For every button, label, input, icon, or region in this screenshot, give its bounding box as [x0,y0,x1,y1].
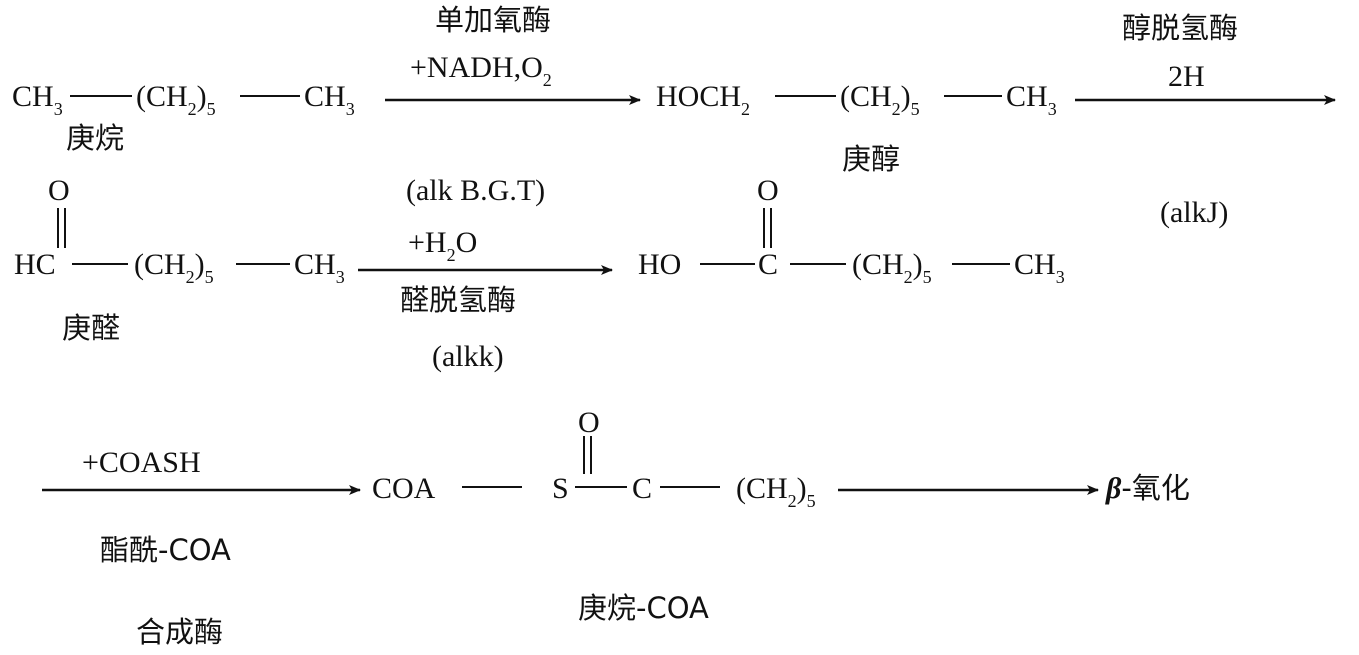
acyl-coa-synthetase-label-line2: 合成酶 [136,615,224,649]
heptanal-hc: HC [14,248,56,281]
alcohol-dehydrogenase-label: 醇脱氢酶 [1122,11,1239,45]
heptanol-label: 庚醇 [842,142,901,176]
acid-ch3: CH3 [1014,248,1065,287]
product-ch2-chain: (CH2)5 [736,472,816,511]
h2o-cofactor: +H2O [408,226,478,265]
heptane-ch2-chain: (CH2)5 [136,80,216,119]
2h-cofactor: 2H [1168,60,1205,93]
acyl-coa-synthetase-label-line1: 酯酰-COA [100,533,231,567]
coash-cofactor: +COASH [82,446,201,479]
acid-carbonyl-o: O [757,174,779,207]
heptanal-ch3: CH3 [294,248,345,287]
nadh-o2-cofactor: +NADH,O2 [410,51,552,90]
heptanol-ch3: CH3 [1006,80,1057,119]
heptane-coa-label: 庚烷-COA [578,591,709,625]
monooxygenase-label: 单加氧酶 [435,3,552,37]
heptane-ch3-right: CH3 [304,80,355,119]
aldehyde-dehydrogenase-label: 醛脱氢酶 [400,283,517,317]
heptanal-label: 庚醛 [62,311,121,345]
product-coa: COA [372,472,436,505]
product-carbonyl-o: O [578,406,600,439]
heptane-label: 庚烷 [66,121,125,155]
product-sulfur: S [552,472,569,505]
alkj-gene-label: (alkJ) [1160,196,1229,229]
heptanal-carbonyl-o: O [48,174,70,207]
alkk-gene-label: (alkk) [432,340,504,373]
alk-bgt-gene-label: (alk B.G.T) [406,174,546,207]
acid-ho: HO [638,248,682,281]
heptanal-ch2-chain: (CH2)5 [134,248,214,287]
heptane-ch3-left: CH3 [12,80,63,119]
product-carbon: C [632,472,653,505]
heptanol-ch2-chain: (CH2)5 [840,80,920,119]
heptanol-hoch2: HOCH2 [656,80,751,119]
acid-ch2-chain: (CH2)5 [852,248,932,287]
beta-oxidation-label: β-氧化 [1106,471,1190,505]
acid-carbon: C [758,248,779,281]
